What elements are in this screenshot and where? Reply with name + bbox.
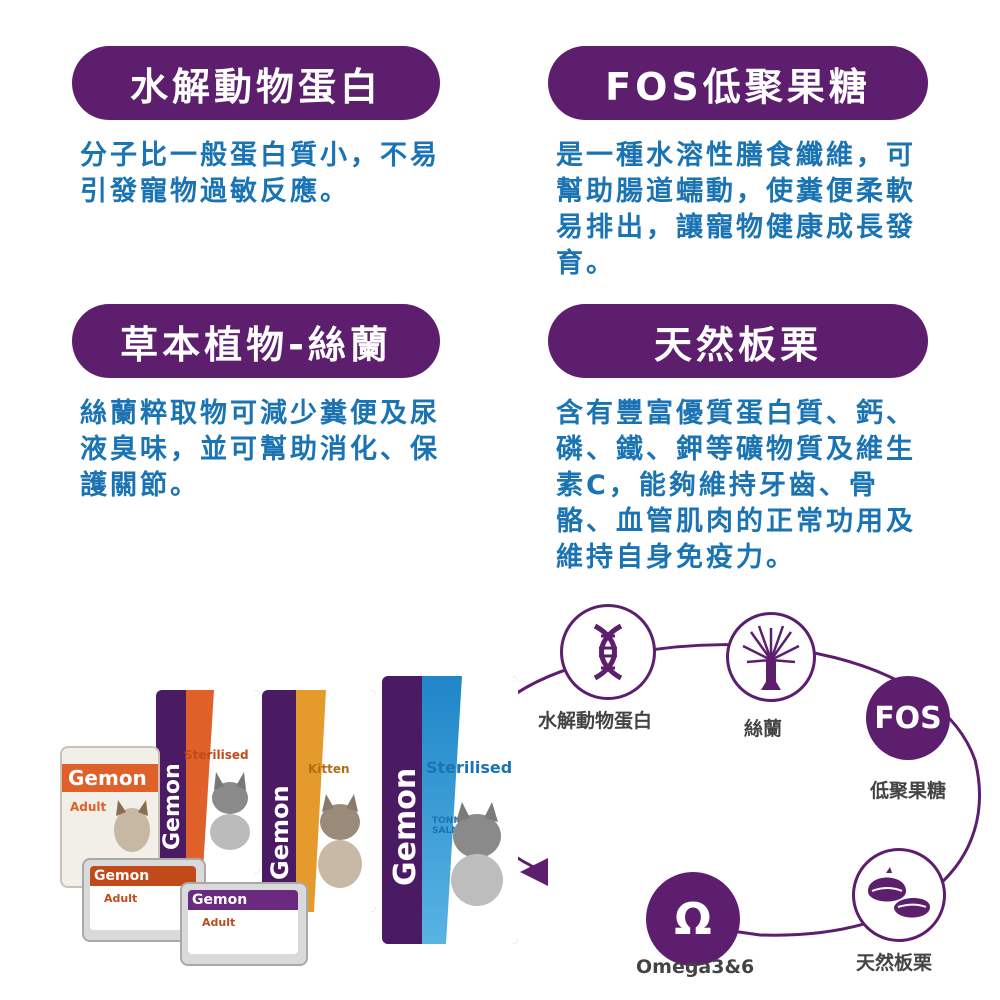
yucca-caption: 絲蘭: [744, 718, 783, 740]
feature-desc-fos: 是一種水溶性膳食纖維，可幫助腸道蠕動，使糞便柔軟易排出，讓寵物健康成長發育。: [556, 140, 916, 279]
can-cat-image: [114, 800, 150, 852]
tray2-label: Adult: [202, 916, 236, 929]
cat-image-3: [451, 802, 503, 906]
omega-circle: Ω: [646, 872, 740, 966]
bag2-label: Kitten: [308, 762, 350, 776]
product-bag-sterilised-tuna: Sterilised TONNO E SALMONE Gemon: [382, 676, 518, 944]
chestnut-caption: 天然板栗: [856, 952, 933, 974]
bag1-brand: Gemon: [160, 763, 185, 850]
tray1-label: Adult: [104, 892, 138, 905]
fos-circle: FOS: [866, 676, 950, 760]
omega-symbol: Ω: [674, 893, 712, 945]
can-label: Adult: [70, 800, 107, 814]
bag1-label: Sterilised: [184, 748, 249, 762]
yucca-icon: [742, 625, 800, 690]
feature-desc-chestnut: 含有豐富優質蛋白質、鈣、磷、鐵、鉀等礦物質及維生素C，能夠維持牙齒、骨骼、血管肌…: [556, 398, 916, 573]
feature-desc-yucca: 絲蘭粹取物可減少糞便及尿液臭味，並可幫助消化、保護關節。: [80, 398, 440, 501]
feature-title-protein: 水解動物蛋白: [72, 46, 440, 120]
cat-image-2: [318, 794, 362, 888]
fos-badge-text: FOS: [874, 700, 942, 736]
bag2-brand: Gemon: [266, 785, 294, 880]
product-bag-sterilised: Sterilised Gemon: [156, 690, 260, 874]
bag3-label: Sterilised: [426, 758, 513, 777]
feature-title-fos: FOS低聚果糖: [548, 46, 928, 120]
feature-title-yucca: 草本植物-絲蘭: [72, 304, 440, 378]
can-brand: Gemon: [68, 766, 147, 790]
product-tray-2: Gemon Adult: [180, 882, 308, 966]
yucca-circle: [726, 612, 816, 702]
product-tray-1: Gemon Adult: [82, 858, 206, 942]
dna-icon: [593, 623, 623, 681]
feature-desc-protein: 分子比一般蛋白質小，不易引發寵物過敏反應。: [80, 140, 440, 207]
cycle-arrowhead: [520, 858, 548, 886]
feature-title-chestnut: 天然板栗: [548, 304, 928, 378]
product-bag-kitten: Kitten Gemon: [262, 690, 376, 912]
dna-circle: [560, 604, 656, 700]
bag3-brand: Gemon: [388, 767, 423, 886]
tray2-brand: Gemon: [192, 892, 248, 908]
chestnut-circle: [852, 848, 946, 942]
fos-caption: 低聚果糖: [870, 780, 947, 802]
cat-image-1: [210, 772, 250, 850]
chestnut-icon: [868, 867, 930, 918]
tray1-brand: Gemon: [94, 868, 150, 884]
omega-caption: Omega3&6: [636, 956, 755, 978]
protein-caption: 水解動物蛋白: [538, 710, 653, 732]
